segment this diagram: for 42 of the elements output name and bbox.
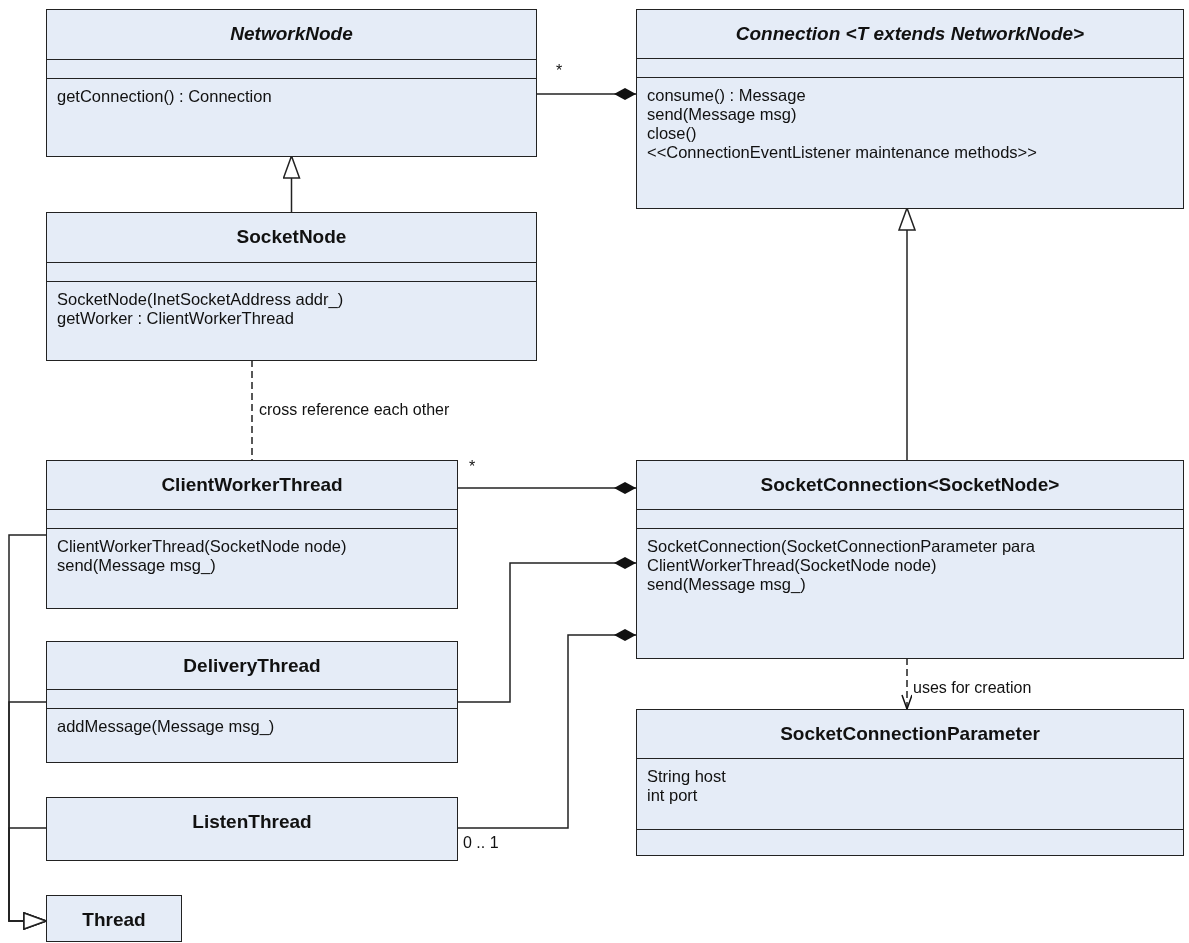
method-text: send(Message msg_): [647, 575, 806, 594]
composition-line: [457, 629, 637, 829]
class-box: [636, 709, 1184, 856]
attribute-text: int port: [647, 786, 698, 805]
class-name: NetworkNode: [229, 23, 354, 45]
class-box: [46, 212, 537, 361]
method-text: addMessage(Message msg_): [57, 717, 275, 736]
composition-line: [457, 482, 637, 494]
class-box: [46, 460, 458, 609]
class-name: SocketNode: [235, 226, 348, 248]
class-name: Connection <T extends NetworkNode>: [734, 23, 1086, 45]
class-name: ListenThread: [191, 811, 313, 833]
inheritance-arrow: [898, 207, 916, 461]
method-text: SocketNode(InetSocketAddress addr_): [57, 290, 344, 309]
class-box: [636, 9, 1184, 209]
method-text: ClientWorkerThread(SocketNode node): [57, 537, 347, 556]
class-name: DeliveryThread: [182, 655, 322, 677]
edge-label: uses for creation: [912, 679, 1033, 697]
method-text: <<ConnectionEventListener maintenance methods>>: [647, 143, 1037, 162]
class-name: SocketConnectionParameter: [779, 723, 1041, 745]
inheritance-arrow: [282, 155, 301, 213]
method-text: getWorker : ClientWorkerThread: [57, 309, 294, 328]
class-box: [46, 797, 458, 861]
class-box: [636, 460, 1184, 659]
attribute-text: String host: [647, 767, 726, 786]
class-box: [46, 895, 182, 942]
method-text: send(Message msg): [647, 105, 797, 124]
method-text: SocketConnection(SocketConnectionParameter para: [647, 537, 1035, 556]
class-name: SocketConnection<SocketNode>: [759, 474, 1061, 496]
inheritance-arrow: [8, 827, 47, 930]
class-box: [46, 9, 537, 157]
class-box: [46, 641, 458, 763]
method-text: close(): [647, 124, 697, 143]
method-text: getConnection() : Connection: [57, 87, 272, 106]
method-text: send(Message msg_): [57, 556, 216, 575]
method-text: ClientWorkerThread(SocketNode node): [647, 556, 937, 575]
class-name: ClientWorkerThread: [160, 474, 344, 496]
class-name: Thread: [81, 909, 147, 931]
method-text: consume() : Message: [647, 86, 806, 105]
dependency-arrow: [901, 657, 913, 710]
composition-line: [536, 88, 637, 100]
composition-line: [457, 557, 637, 703]
